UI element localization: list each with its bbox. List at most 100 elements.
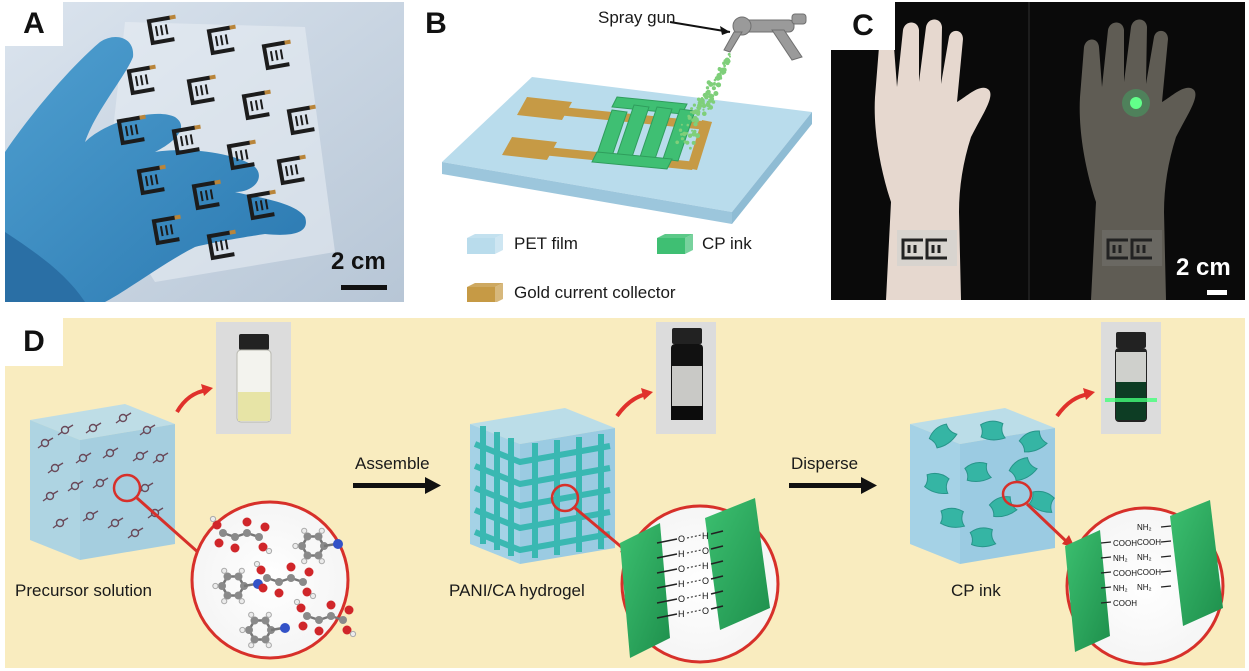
- legend-gold-collector: Gold current collector: [514, 283, 676, 302]
- spray-droplet: [693, 122, 698, 127]
- spray-droplet: [701, 100, 705, 104]
- electrode: [186, 74, 216, 106]
- electrode: [146, 14, 176, 46]
- molecule-glyph: [52, 517, 69, 529]
- panel-label-d: D: [5, 318, 63, 366]
- molecule-glyph: [147, 507, 164, 519]
- group-label: COOH: [1113, 569, 1137, 578]
- molecule-glyph: [127, 527, 144, 539]
- spray-droplet: [691, 131, 697, 137]
- atom-label: O: [702, 606, 709, 616]
- scale-bar-label-c: 2 cm: [1176, 254, 1231, 281]
- molecule-glyph: [85, 422, 102, 434]
- cp-flake: [923, 472, 950, 495]
- atom-label: H: [678, 609, 685, 619]
- atom-label: O: [678, 564, 685, 574]
- molecule-glyph: [107, 517, 124, 529]
- spray-gun-icon: [723, 13, 807, 61]
- aniline-model: [292, 527, 343, 565]
- spray-droplet: [702, 108, 705, 111]
- legend-cp-ink: CP ink: [702, 234, 752, 253]
- molecule-glyph: [37, 437, 54, 449]
- molecule-glyph: [57, 424, 74, 436]
- molecule-glyph: [67, 480, 84, 492]
- scale-bar-a: [341, 285, 387, 290]
- arrow-disperse: [789, 477, 877, 494]
- spray-droplet: [723, 67, 726, 70]
- group-label: NH₂: [1113, 554, 1128, 563]
- spray-droplet: [727, 52, 731, 56]
- spray-droplet: [683, 140, 687, 144]
- spray-droplet: [691, 129, 694, 132]
- aniline-model: [212, 567, 263, 605]
- spray-droplet: [696, 106, 699, 110]
- spray-droplet: [688, 115, 692, 120]
- electrode: [246, 189, 276, 221]
- spray-droplet: [721, 71, 725, 75]
- electrode: [206, 24, 236, 56]
- spray-droplet: [713, 91, 719, 96]
- legend-swatch: [657, 234, 693, 254]
- arrow-assemble: [353, 477, 441, 494]
- vial-hydrogel: [656, 322, 716, 434]
- spray-droplet: [691, 140, 696, 145]
- vial-precursor: [216, 322, 291, 434]
- molecule-glyph: [102, 447, 119, 459]
- panel-a: A 2 cm: [5, 2, 404, 302]
- legend-swatch: [467, 234, 503, 254]
- cp-flake: [969, 527, 997, 548]
- molecule-glyph: [42, 490, 59, 502]
- scale-bar-label-a: 2 cm: [331, 248, 386, 275]
- legend-swatch: [467, 283, 503, 302]
- wrist-device-photo: [831, 2, 1245, 300]
- stage-caption-precursor: Precursor solution: [15, 581, 153, 600]
- spray-droplet: [691, 118, 696, 123]
- cp-flake: [1028, 490, 1055, 513]
- vial-cp-ink: [1101, 322, 1161, 434]
- scale-bar-c: [1207, 290, 1227, 295]
- spray-droplet: [708, 105, 714, 110]
- panel-label-b: B: [425, 7, 447, 40]
- stage-caption-hydrogel: PANI/CA hydrogel: [449, 581, 585, 600]
- group-label: COOH: [1137, 568, 1161, 577]
- spray-droplet: [711, 95, 714, 98]
- atom-label: H: [702, 531, 709, 541]
- cp-flake: [939, 507, 966, 528]
- cp-flake: [964, 462, 993, 483]
- spray-droplet: [691, 110, 696, 115]
- molecule-glyph: [115, 412, 132, 424]
- cp-flake: [1018, 430, 1048, 453]
- spray-droplet: [716, 78, 720, 81]
- electrode: [241, 89, 271, 121]
- electrode: [116, 114, 146, 146]
- group-label: NH₂: [1137, 583, 1152, 592]
- electrode: [191, 179, 221, 211]
- group-label: NH₂: [1137, 553, 1152, 562]
- spray-droplet: [709, 98, 713, 102]
- spray-droplet: [723, 59, 727, 63]
- aniline-model: [239, 611, 290, 649]
- spray-droplet: [706, 80, 711, 85]
- spray-droplet: [706, 89, 711, 95]
- wrist-electrode: [901, 238, 923, 260]
- spray-droplet: [723, 64, 726, 68]
- arrow-label-assemble: Assemble: [355, 454, 430, 473]
- group-label: COOH: [1113, 539, 1137, 548]
- spray-droplet: [702, 111, 707, 116]
- spray-droplet: [700, 97, 704, 100]
- spray-droplet: [692, 103, 696, 107]
- electrode: [136, 164, 166, 196]
- spray-droplet: [687, 133, 693, 138]
- spray-droplet: [690, 107, 694, 111]
- spray-droplet: [712, 82, 716, 86]
- precursor-cube: [30, 404, 175, 560]
- electrode: [151, 214, 181, 246]
- spray-droplet: [716, 72, 722, 79]
- spray-droplet: [705, 86, 710, 90]
